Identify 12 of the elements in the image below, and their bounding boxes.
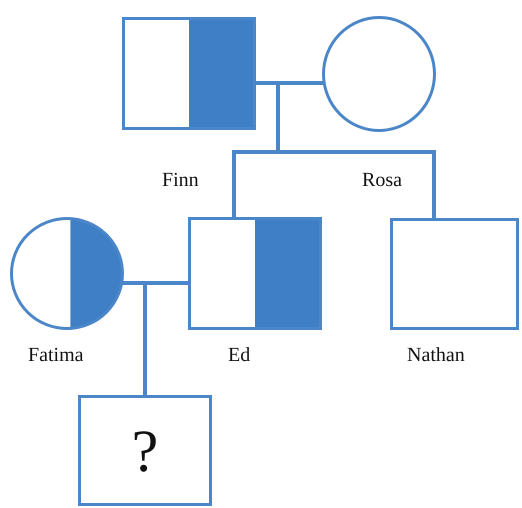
person-name: Fatima (28, 345, 84, 365)
question-mark: ? (132, 420, 158, 480)
person-name: Finn (162, 170, 199, 190)
person-name: Ed (228, 345, 250, 365)
unknown-child-box (78, 395, 212, 506)
male-square (122, 17, 256, 130)
person-name: Rosa (362, 170, 402, 190)
female-circle (10, 217, 124, 330)
male-square (390, 218, 519, 330)
female-circle (322, 16, 436, 132)
male-square (188, 217, 322, 330)
person-name: Nathan (407, 345, 465, 365)
